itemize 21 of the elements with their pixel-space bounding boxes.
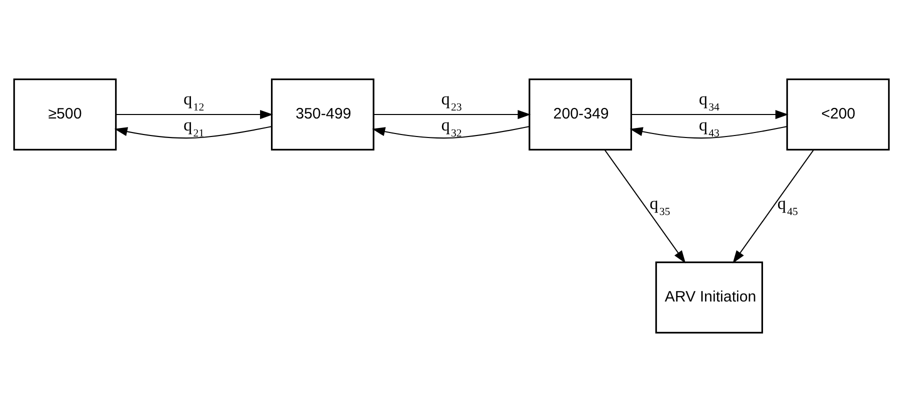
edge-label: q$_{34}$ [698, 89, 719, 114]
edge-label: q$_{23}$ [440, 89, 462, 114]
arrow [114, 125, 272, 138]
arrow [732, 149, 814, 263]
edge-label: q$_{43}$ [698, 115, 719, 140]
edge-label: q$_{45}$ [776, 194, 798, 218]
node-box: 350-499 [270, 78, 374, 150]
arrow [629, 125, 787, 138]
arrow [604, 149, 686, 263]
arrow [630, 109, 788, 119]
edge-label: q$_{12}$ [183, 89, 204, 114]
edge-label: q$_{35}$ [649, 194, 670, 218]
node-box: <200 [786, 78, 890, 150]
arrow [115, 109, 273, 119]
node-box: ≥500 [12, 78, 116, 150]
arrow [372, 125, 529, 138]
node-box: ARV Initiation [654, 260, 763, 333]
edge-label: q$_{21}$ [183, 115, 204, 140]
node-box: 200-349 [528, 78, 632, 150]
arrow [373, 109, 530, 119]
edge-label: q$_{32}$ [440, 115, 462, 140]
